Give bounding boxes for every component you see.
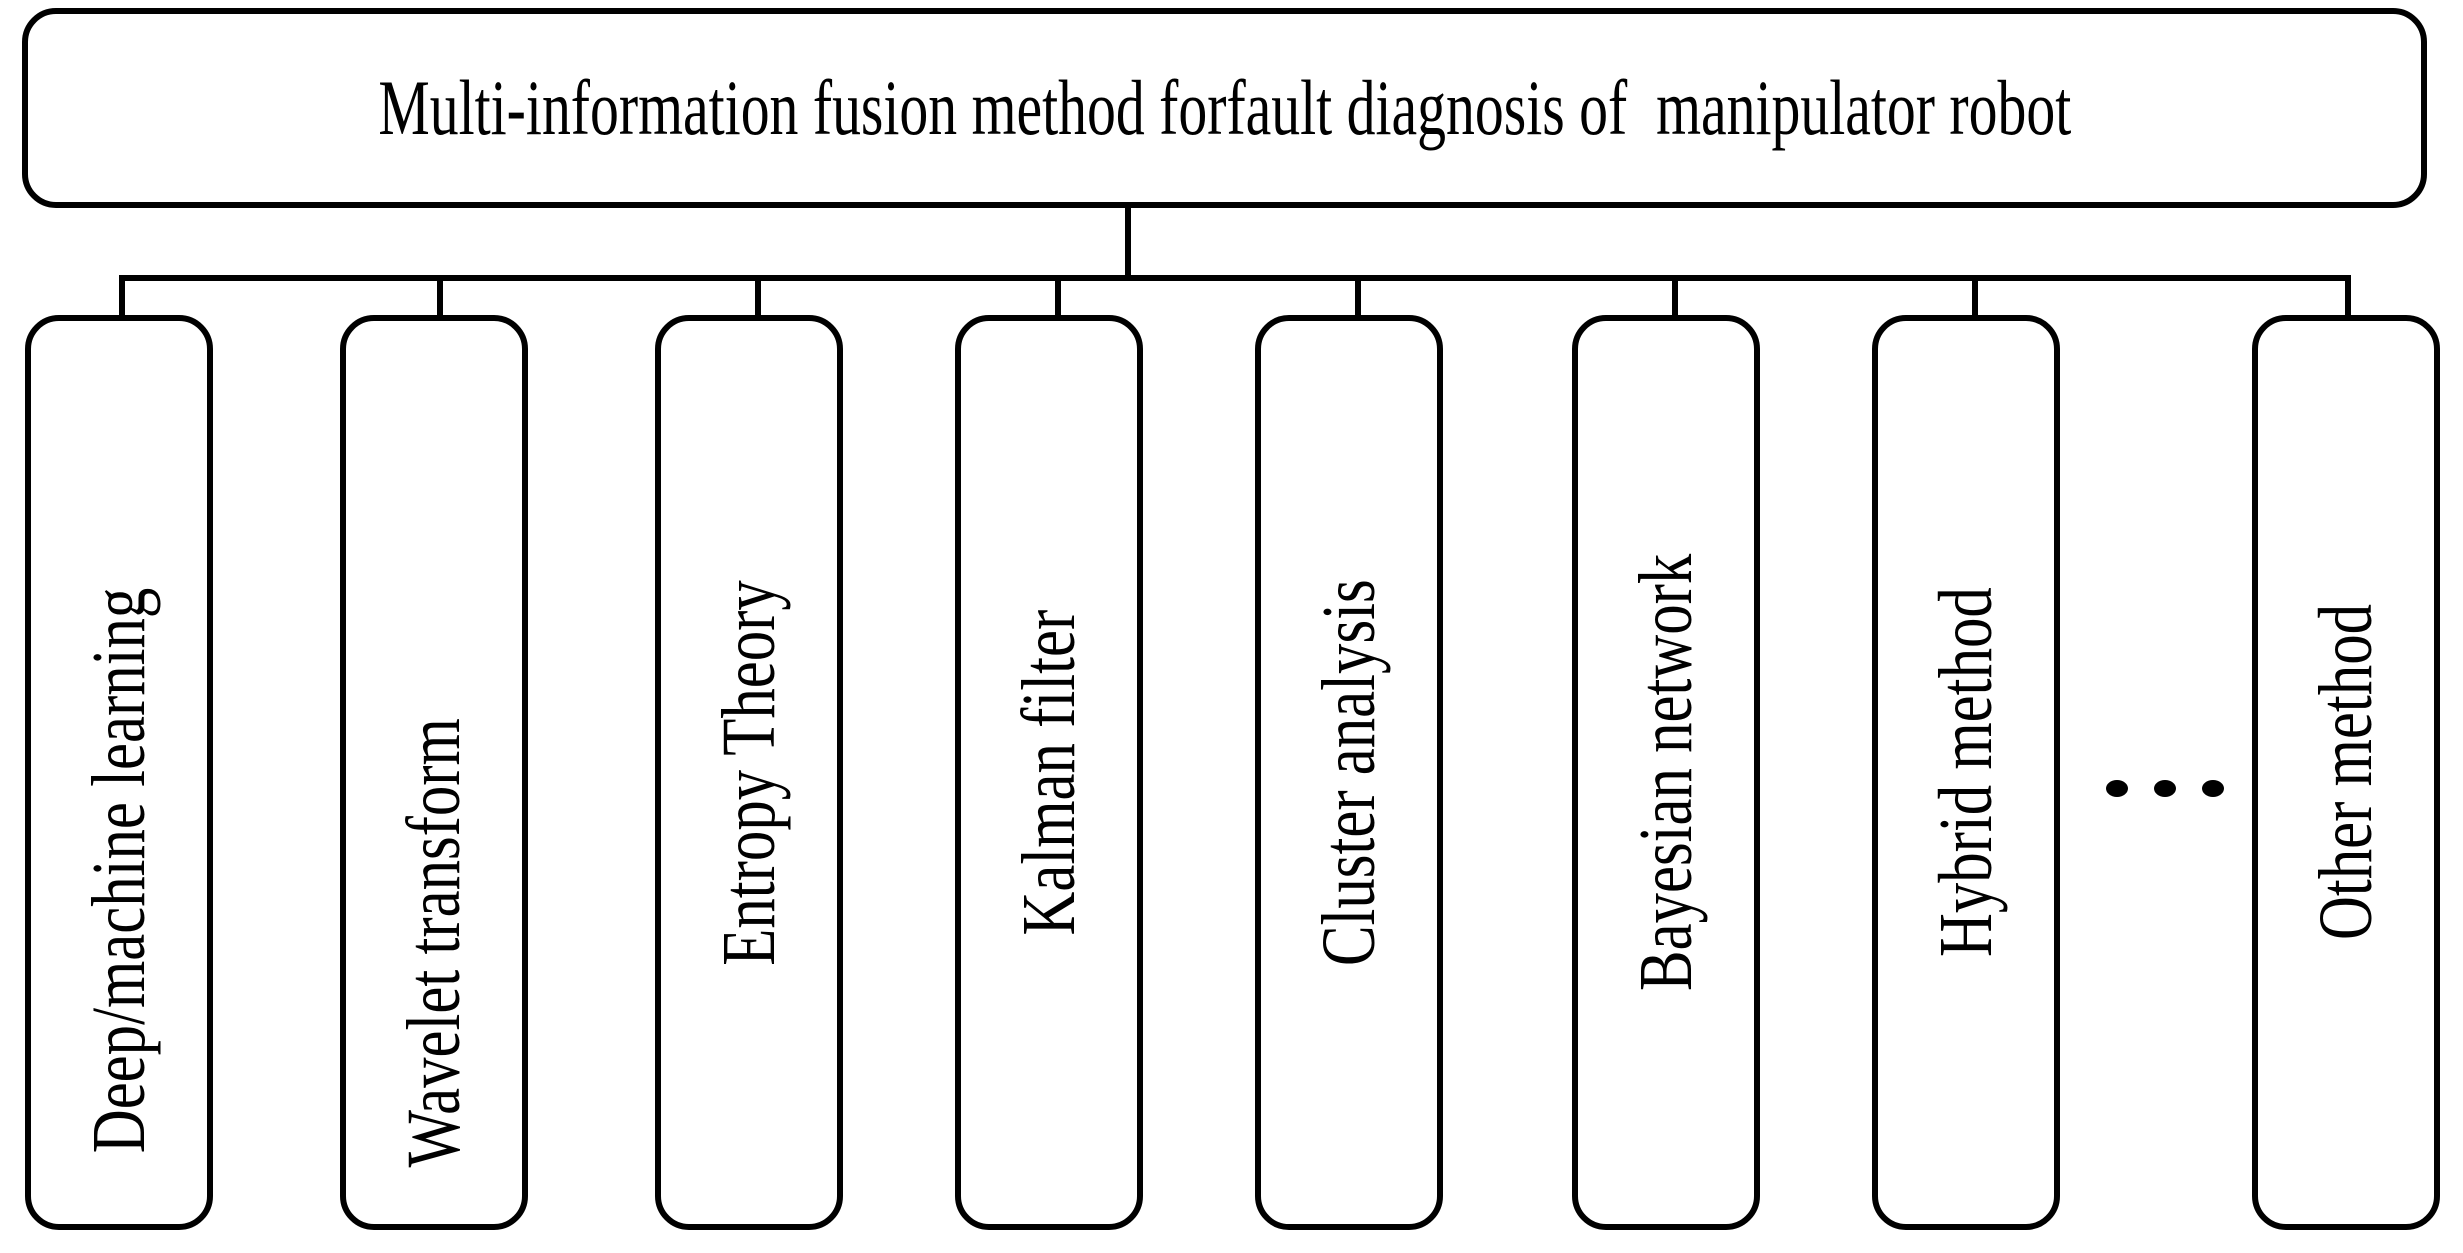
leaf-node-hybrid-method[interactable]: Hybrid method xyxy=(1872,315,2060,1230)
drop-connector-7 xyxy=(1972,275,1978,317)
leaf-label-wrap: Deep/machine learning xyxy=(31,321,207,1224)
leaf-node-deep-machine-learning[interactable]: Deep/machine learning xyxy=(25,315,213,1230)
drop-connector-3 xyxy=(755,275,761,317)
leaf-label-wrap: Other method xyxy=(2258,321,2434,1224)
leaf-label-wrap: Entropy Theory xyxy=(661,321,837,1224)
leaf-node-label: Entropy Theory xyxy=(707,579,791,966)
leaf-label-wrap: Kalman filter xyxy=(961,321,1137,1224)
leaf-label-wrap: Wavelet transform xyxy=(346,321,522,1224)
leaf-node-cluster-analysis[interactable]: Cluster analysis xyxy=(1255,315,1443,1230)
root-stem-connector xyxy=(1125,205,1131,281)
drop-connector-2 xyxy=(437,275,443,317)
drop-connector-4 xyxy=(1055,275,1061,317)
leaf-node-label: Cluster analysis xyxy=(1307,579,1391,966)
drop-connector-5 xyxy=(1355,275,1361,317)
leaf-node-label: Other method xyxy=(2304,604,2388,941)
leaf-label-wrap: Bayesian network xyxy=(1578,321,1754,1224)
leaf-label-wrap: Cluster analysis xyxy=(1261,321,1437,1224)
ellipsis-icon xyxy=(2106,780,2224,797)
leaf-node-label: Kalman filter xyxy=(1007,609,1091,936)
root-node-box: Multi-information fusion method forfault… xyxy=(22,8,2427,208)
leaf-node-bayesian-network[interactable]: Bayesian network xyxy=(1572,315,1760,1230)
leaf-node-label: Deep/machine learning xyxy=(77,587,161,1154)
ellipsis-dot-3 xyxy=(2202,780,2224,797)
horizontal-bus-connector xyxy=(119,275,2351,281)
leaf-node-label: Hybrid method xyxy=(1924,587,2008,958)
leaf-label-wrap: Hybrid method xyxy=(1878,321,2054,1224)
leaf-node-other-method[interactable]: Other method xyxy=(2252,315,2440,1230)
drop-connector-6 xyxy=(1672,275,1678,317)
leaf-node-wavelet-transform[interactable]: Wavelet transform xyxy=(340,315,528,1230)
leaf-node-kalman-filter[interactable]: Kalman filter xyxy=(955,315,1143,1230)
root-node-label: Multi-information fusion method forfault… xyxy=(378,64,2071,151)
leaf-node-label: Bayesian network xyxy=(1624,553,1708,992)
drop-connector-1 xyxy=(119,275,125,317)
leaf-node-entropy-theory[interactable]: Entropy Theory xyxy=(655,315,843,1230)
drop-connector-8 xyxy=(2345,275,2351,317)
ellipsis-dot-1 xyxy=(2106,780,2128,797)
ellipsis-dot-2 xyxy=(2154,780,2176,797)
leaf-node-label: Wavelet transform xyxy=(392,718,476,1168)
